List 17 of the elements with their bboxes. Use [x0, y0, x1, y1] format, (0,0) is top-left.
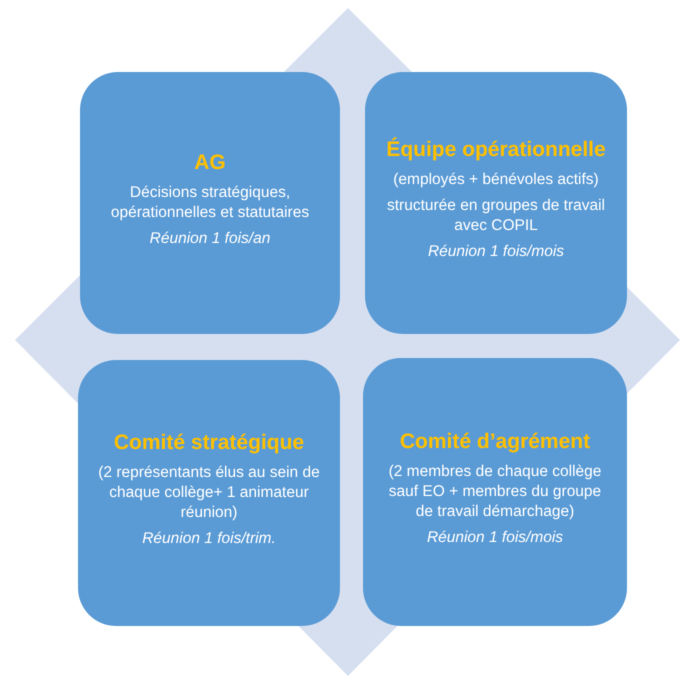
box-heading: AG [194, 151, 226, 175]
meeting-frequency: Réunion 1 fois/mois [428, 242, 564, 262]
box-description: (2 membres de chaque collège sauf EO + membres du groupe de travail démarchage) [388, 462, 602, 522]
box-description: structurée en groupes de travail avec COPIL [386, 196, 606, 236]
box-heading: Comité stratégique [114, 431, 304, 455]
rounded-box [78, 360, 340, 626]
rounded-box [80, 72, 340, 334]
box-description: (employés + bénévoles actifs) [393, 170, 599, 190]
meeting-frequency: Réunion 1 fois/trim. [142, 529, 276, 549]
box-description: Décisions stratégiques, opérationnelles et statutaires [110, 183, 310, 223]
box-description: (2 représentants élus au sein de chaque collège+ 1 animateur réunion) [97, 463, 321, 523]
box-heading: Équipe opérationnelle [386, 138, 606, 162]
rounded-box [365, 72, 627, 334]
box-heading: Comité d’agrément [400, 430, 590, 454]
meeting-frequency: Réunion 1 fois/mois [426, 528, 564, 548]
meeting-frequency: Réunion 1 fois/an [150, 229, 270, 249]
rounded-box [363, 358, 627, 626]
